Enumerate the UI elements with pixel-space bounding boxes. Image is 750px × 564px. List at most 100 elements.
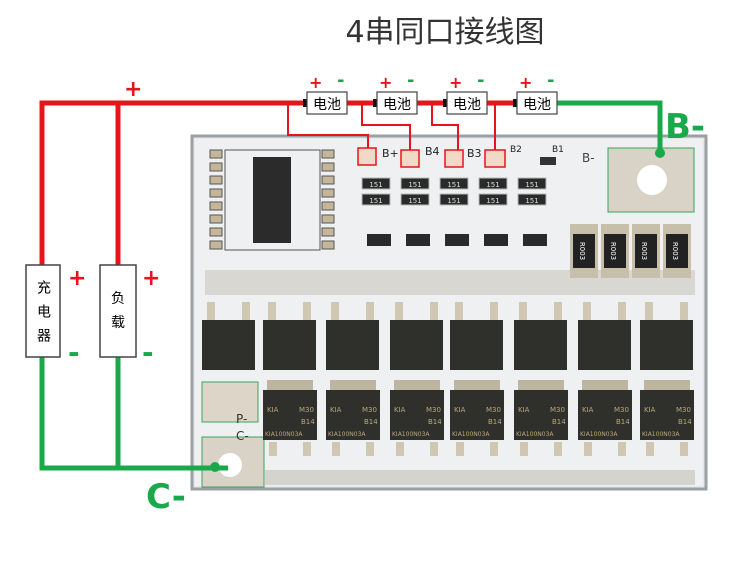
resistor-marking: 151	[525, 197, 538, 205]
smd-resistor: 151	[400, 193, 430, 206]
mosfet-marking: B14	[616, 418, 630, 426]
smd-resistor: 151	[478, 193, 508, 206]
load-minus: -	[142, 336, 154, 369]
label-c-minus: C-	[236, 429, 249, 443]
mosfet-marking: B14	[364, 418, 378, 426]
battery-minus: -	[337, 70, 344, 91]
battery-box	[446, 91, 488, 115]
mosfet-lead	[303, 442, 311, 456]
transistor	[523, 234, 547, 246]
top-plus-sign: +	[124, 77, 142, 102]
smd-component	[209, 240, 223, 250]
battery-cell: 电池+-	[443, 70, 488, 115]
mosfet-marking: KIA	[518, 406, 530, 414]
mosfet-lead	[583, 302, 591, 320]
pad-label-b4: B4	[425, 145, 440, 158]
smd-resistor: 151	[517, 193, 547, 206]
mosfet-marking: KIA100N03A	[328, 431, 366, 438]
mosfet-lead	[618, 302, 626, 320]
battery-terminal	[373, 99, 379, 107]
battery-cell: 电池+-	[303, 70, 348, 115]
mosfet-lead	[645, 302, 653, 320]
shunt-marking: R003	[640, 242, 648, 260]
battery-box	[306, 91, 348, 115]
mosfet-lead	[303, 302, 311, 320]
mosfet-lead	[430, 442, 438, 456]
battery-plus: +	[519, 73, 532, 92]
shunt-resistor: R003	[632, 224, 660, 278]
shunt-marking: R003	[609, 242, 617, 260]
battery-box	[516, 91, 558, 115]
battery-cell: 电池+-	[513, 70, 558, 115]
mosfet-marking: KIA	[454, 406, 466, 414]
smd-component	[321, 149, 335, 159]
mosfet	[390, 320, 443, 370]
mosfet-marking: KIA100N03A	[452, 431, 490, 438]
mosfet-marking: KIA	[582, 406, 594, 414]
b1-component	[540, 157, 556, 165]
battery-minus: -	[477, 70, 484, 91]
shunt-resistor: R003	[570, 224, 598, 278]
mosfet-marking: KIA	[330, 406, 342, 414]
mosfet-marking: KIA100N03A	[642, 431, 680, 438]
balance-taps	[287, 103, 496, 150]
resistor-marking: 151	[447, 197, 460, 205]
mosfet-tab	[582, 380, 628, 390]
transistor	[484, 234, 508, 246]
smd-resistor: 151	[400, 177, 430, 190]
mosfet-lead	[396, 442, 404, 456]
transistor	[367, 234, 391, 246]
mosfet	[640, 320, 693, 370]
smd-component	[321, 240, 335, 250]
b-minus-hole	[637, 165, 667, 195]
smd-component	[209, 201, 223, 211]
transistor	[445, 234, 469, 246]
shunt-marking: R003	[671, 242, 679, 260]
battery-terminal	[303, 99, 309, 107]
charger-plus: +	[68, 266, 86, 291]
battery-plus: +	[449, 73, 462, 92]
battery-cell: 电池+-	[373, 70, 418, 115]
charger-label: 充电器	[35, 280, 51, 352]
mosfet	[326, 320, 379, 370]
smd-component	[209, 162, 223, 172]
battery-plus: +	[379, 73, 392, 92]
battery-label: 电池	[313, 97, 341, 113]
load-box: 负 载	[99, 264, 137, 358]
transistor	[406, 234, 430, 246]
mosfet-lead	[395, 302, 403, 320]
mosfet-lead	[680, 442, 688, 456]
mosfet-tab	[518, 380, 564, 390]
smd-component	[321, 188, 335, 198]
mosfet-lead	[268, 302, 276, 320]
mosfet	[263, 320, 316, 370]
mosfet-tab	[644, 380, 690, 390]
resistor-marking: 151	[486, 197, 499, 205]
smd-component	[209, 175, 223, 185]
title: 4串同口接线图	[345, 15, 544, 50]
mosfet-marking: M30	[676, 406, 691, 414]
mosfet-lead	[618, 442, 626, 456]
mosfet-marking: KIA100N03A	[516, 431, 554, 438]
smd-resistor: 151	[439, 193, 469, 206]
resistor-marking: 151	[525, 181, 538, 189]
label-p-minus: P-	[236, 412, 247, 426]
pad-label-b-plus: B+	[382, 147, 399, 160]
mosfet-tab	[330, 380, 376, 390]
mosfet-marking: M30	[486, 406, 501, 414]
resistor-marking: 151	[369, 197, 382, 205]
resistor-marking: 151	[408, 181, 421, 189]
battery-minus: -	[407, 70, 414, 91]
battery-terminal	[513, 99, 519, 107]
pad-label-b3: B3	[467, 147, 482, 160]
pad-label-b-minus: B-	[582, 151, 595, 165]
mosfet-lead	[332, 442, 340, 456]
battery-minus: -	[547, 70, 554, 91]
